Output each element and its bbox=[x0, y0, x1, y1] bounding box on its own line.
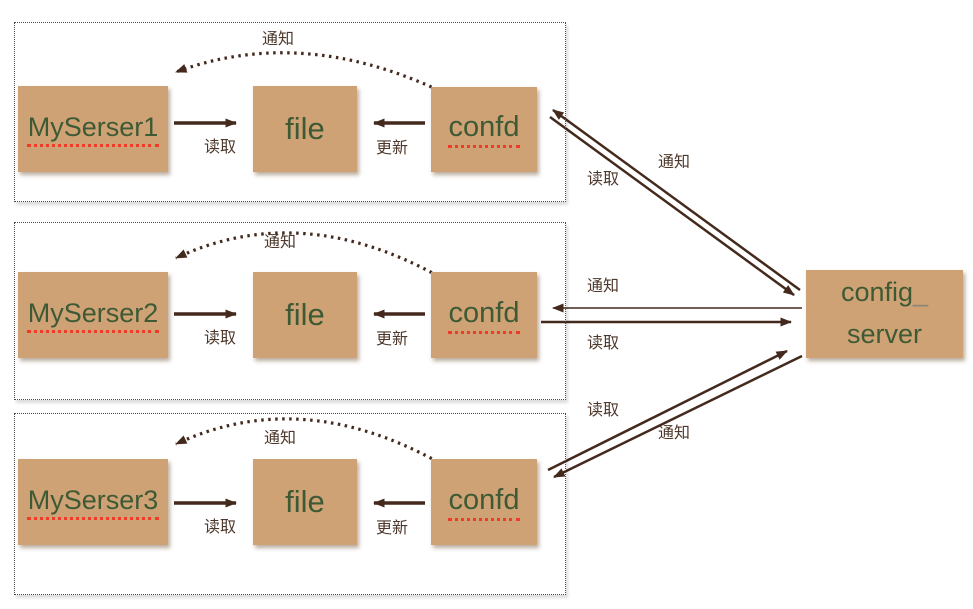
label-read-confd2-config: 读取 bbox=[586, 335, 619, 352]
node-myserser1[interactable]: MySerser1 bbox=[18, 86, 168, 172]
node-confd-3[interactable]: confd bbox=[431, 459, 537, 545]
node-file-3[interactable]: file bbox=[253, 459, 357, 545]
node-myserser3[interactable]: MySerser3 bbox=[18, 459, 168, 545]
label-notify-g3: 通知 bbox=[263, 430, 296, 447]
label-update-g2: 更新 bbox=[375, 331, 408, 348]
node-file-1-label: file bbox=[285, 111, 325, 146]
label-read-g2: 读取 bbox=[203, 330, 236, 347]
label-notify-config-confd2: 通知 bbox=[586, 278, 619, 295]
label-notify-g2: 通知 bbox=[263, 234, 296, 251]
node-confd-1[interactable]: confd bbox=[431, 87, 537, 172]
label-read-confd3-config: 读取 bbox=[586, 402, 619, 419]
group-frame-3 bbox=[14, 413, 566, 595]
node-file-2[interactable]: file bbox=[253, 272, 357, 358]
label-notify-g1: 通知 bbox=[261, 31, 294, 48]
label-read-g1: 读取 bbox=[203, 139, 236, 156]
node-confd-2-label: confd bbox=[447, 297, 521, 334]
label-update-g3: 更新 bbox=[375, 520, 408, 537]
node-file-2-label: file bbox=[285, 297, 325, 332]
label-notify-config-confd3: 通知 bbox=[657, 425, 690, 442]
node-config-server-label: config_ server bbox=[840, 277, 929, 349]
label-read-confd1-config: 读取 bbox=[586, 171, 619, 188]
node-file-3-label: file bbox=[285, 484, 325, 519]
node-myserser1-label: MySerser1 bbox=[26, 112, 160, 147]
node-confd-2[interactable]: confd bbox=[431, 272, 537, 358]
group-frame-1 bbox=[14, 22, 566, 202]
node-myserser3-label: MySerser3 bbox=[26, 485, 160, 520]
arrow-read-confd1-to-config bbox=[549, 115, 795, 297]
node-config-server[interactable]: config_ server bbox=[806, 270, 963, 358]
label-update-g1: 更新 bbox=[375, 140, 408, 157]
node-myserser2[interactable]: MySerser2 bbox=[18, 272, 168, 358]
group-frame-2 bbox=[14, 222, 566, 400]
node-file-1[interactable]: file bbox=[253, 86, 357, 172]
node-confd-3-label: confd bbox=[447, 484, 521, 521]
node-myserser2-label: MySerser2 bbox=[26, 298, 160, 333]
label-notify-config-confd1: 通知 bbox=[657, 154, 690, 171]
node-confd-1-label: confd bbox=[447, 111, 521, 148]
label-read-g3: 读取 bbox=[203, 519, 236, 536]
arrow-notify-config-to-confd1 bbox=[552, 108, 801, 292]
